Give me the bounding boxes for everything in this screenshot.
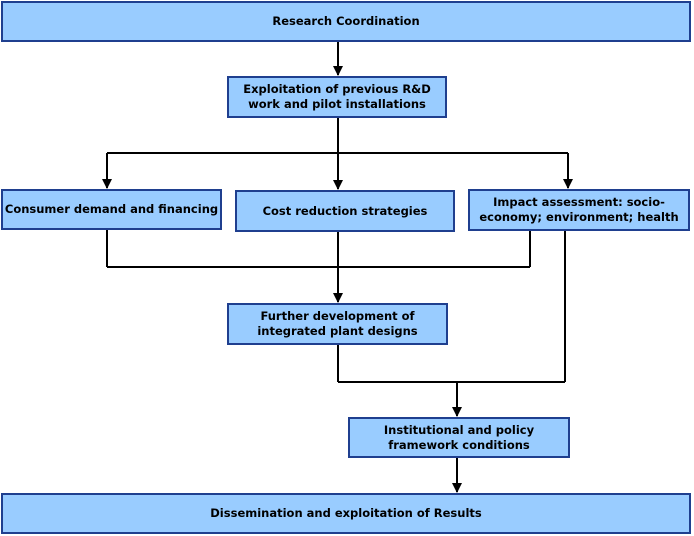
node-impact-assessment: Impact assessment: socio- economy; envir… (468, 189, 690, 231)
node-label: Impact assessment: socio- economy; envir… (479, 195, 679, 224)
node-consumer-demand: Consumer demand and financing (1, 189, 222, 230)
node-label: Cost reduction strategies (262, 203, 428, 218)
node-cost-reduction: Cost reduction strategies (235, 190, 455, 232)
node-label: Further development of integrated plant … (257, 309, 418, 338)
node-label: Consumer demand and financing (4, 202, 219, 216)
node-dissemination: Dissemination and exploitation of Result… (1, 493, 691, 534)
node-research-coordination: Research Coordination (1, 1, 691, 42)
node-label: Institutional and policy framework condi… (383, 422, 535, 452)
node-exploitation-previous: Exploitation of previous R&D work and pi… (227, 76, 447, 118)
node-label: Dissemination and exploitation of Result… (210, 506, 482, 520)
node-label: Research Coordination (272, 14, 420, 28)
node-further-development: Further development of integrated plant … (227, 303, 448, 345)
node-label: Exploitation of previous R&D work and pi… (243, 82, 431, 111)
node-institutional-policy: Institutional and policy framework condi… (348, 417, 570, 458)
